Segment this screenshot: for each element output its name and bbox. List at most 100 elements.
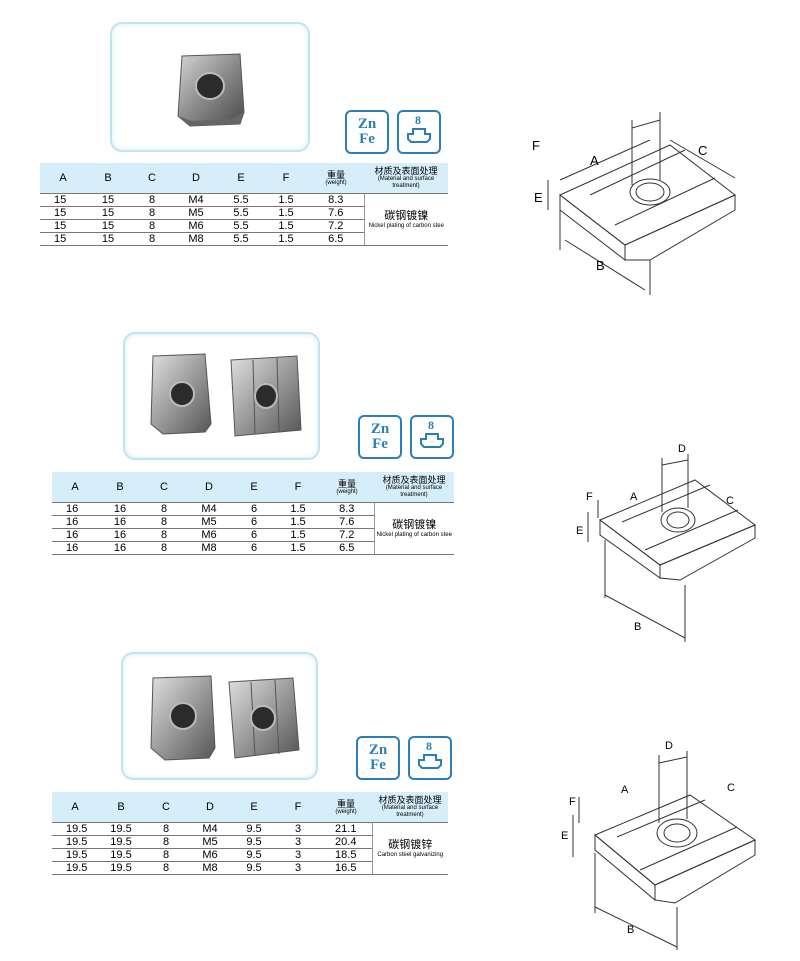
- table-cell: M4: [174, 193, 218, 207]
- table-cell: 16: [98, 541, 142, 555]
- table-cell: M8: [186, 541, 232, 555]
- col-header-weight: 重量(weight): [320, 472, 374, 503]
- table-cell: 19.5: [52, 822, 98, 836]
- table-cell: 15: [86, 219, 130, 233]
- dim-label-c: C: [698, 143, 707, 158]
- dim-label-f: F: [532, 138, 540, 153]
- col-header-d: D: [186, 472, 232, 503]
- tslot-nut-photo: [150, 675, 300, 761]
- dimension-drawing-3: D A C F E B: [561, 740, 757, 950]
- table-cell: 7.6: [308, 206, 364, 220]
- table-cell: 16: [98, 515, 142, 529]
- col-header-b: B: [98, 472, 142, 503]
- table-cell: 15: [40, 219, 86, 233]
- col-header-weight: 重量(weight): [320, 792, 372, 823]
- zinc-iron-badge: Zn Fe: [345, 110, 389, 154]
- col-header-e: E: [218, 163, 264, 194]
- dim-label-d: D: [665, 740, 673, 752]
- table-cell: 9.5: [232, 848, 276, 862]
- table-cell: 16: [98, 528, 142, 542]
- product-photo-frame: [121, 652, 318, 780]
- table-cell: 5.5: [218, 206, 264, 220]
- table-cell: 9.5: [232, 835, 276, 849]
- col-header-f: F: [276, 792, 320, 823]
- table-cell: 5.5: [218, 219, 264, 233]
- table-cell: 9.5: [232, 822, 276, 836]
- section-2: Zn Fe 8 A B C D E F 重量(weight) 材质及表面处理(M…: [0, 320, 800, 642]
- table-cell: 19.5: [52, 835, 98, 849]
- table-cell: 1.5: [264, 193, 308, 207]
- dim-label-b: B: [596, 258, 605, 273]
- table-cell: 15: [40, 206, 86, 220]
- spec-table-2: A B C D E F 重量(weight) 材质及表面处理(Material …: [52, 472, 454, 555]
- slot-profile-icon: [420, 433, 444, 448]
- table-cell: 15: [86, 232, 130, 246]
- table-cell: 7.6: [320, 515, 374, 529]
- col-header-a: A: [52, 792, 98, 823]
- table-cell: 15: [86, 206, 130, 220]
- table-cell: 19.5: [98, 861, 144, 875]
- tslot-nut-photo: [177, 53, 245, 127]
- table-cell: 3: [276, 861, 320, 875]
- table-cell: 1.5: [264, 219, 308, 233]
- dim-label-c: C: [726, 495, 734, 507]
- table-cell: 18.5: [320, 848, 372, 862]
- table-cell: 6: [232, 528, 276, 542]
- table-header: A B C D E F 重量(weight) 材质及表面处理(Material …: [40, 163, 448, 194]
- col-header-material: 材质及表面处理(Material and surface treatment): [372, 792, 448, 823]
- col-header-d: D: [188, 792, 232, 823]
- slot-number: 8: [415, 113, 421, 127]
- zinc-iron-badge: Zn Fe: [356, 736, 400, 780]
- table-cell: 8: [144, 848, 188, 862]
- col-header-b: B: [98, 792, 144, 823]
- table-cell: 3: [276, 835, 320, 849]
- table-cell: M5: [188, 835, 232, 849]
- table-cell: M5: [174, 206, 218, 220]
- table-cell: 16.5: [320, 861, 372, 875]
- table-cell: 6: [232, 502, 276, 516]
- table-cell: 1.5: [264, 206, 308, 220]
- col-header-c: C: [142, 472, 186, 503]
- spec-table-1: A B C D E F 重量(weight) 材质及表面处理(Material …: [40, 163, 448, 246]
- badge-fe-text: Fe: [372, 436, 388, 452]
- table-cell: 19.5: [52, 848, 98, 862]
- col-header-e: E: [232, 792, 276, 823]
- table-cell: 1.5: [276, 528, 320, 542]
- badge-zn-text: Zn: [370, 421, 390, 437]
- table-cell: 8.3: [308, 193, 364, 207]
- table-cell: 7.2: [308, 219, 364, 233]
- table-cell: 16: [52, 502, 98, 516]
- slot-number: 8: [426, 739, 432, 753]
- col-header-material: 材质及表面处理(Material and surface treatment): [374, 472, 454, 503]
- dim-label-f: F: [569, 796, 576, 808]
- dim-label-a: A: [590, 153, 599, 168]
- table-cell: 3: [276, 822, 320, 836]
- dim-label-a: A: [630, 491, 638, 503]
- table-cell: M6: [186, 528, 232, 542]
- slot-8-badge: 8: [397, 110, 441, 154]
- table-cell: 19.5: [98, 835, 144, 849]
- dimension-drawing-1: A C F E B: [532, 112, 736, 295]
- col-header-c: C: [130, 163, 174, 194]
- col-header-b: B: [86, 163, 130, 194]
- table-cell: 15: [86, 193, 130, 207]
- section-1: Zn Fe 8 A B C D E F 重量(weight) 材质及表面处理(M…: [0, 0, 800, 310]
- table-cell: 19.5: [98, 848, 144, 862]
- dim-label-b: B: [634, 621, 641, 633]
- dim-label-c: C: [727, 782, 735, 794]
- col-header-weight: 重量(weight): [308, 163, 364, 194]
- table-cell: 16: [98, 502, 142, 516]
- badge-fe-text: Fe: [370, 757, 386, 773]
- dim-label-e: E: [561, 830, 568, 842]
- slot-8-badge: 8: [408, 736, 452, 780]
